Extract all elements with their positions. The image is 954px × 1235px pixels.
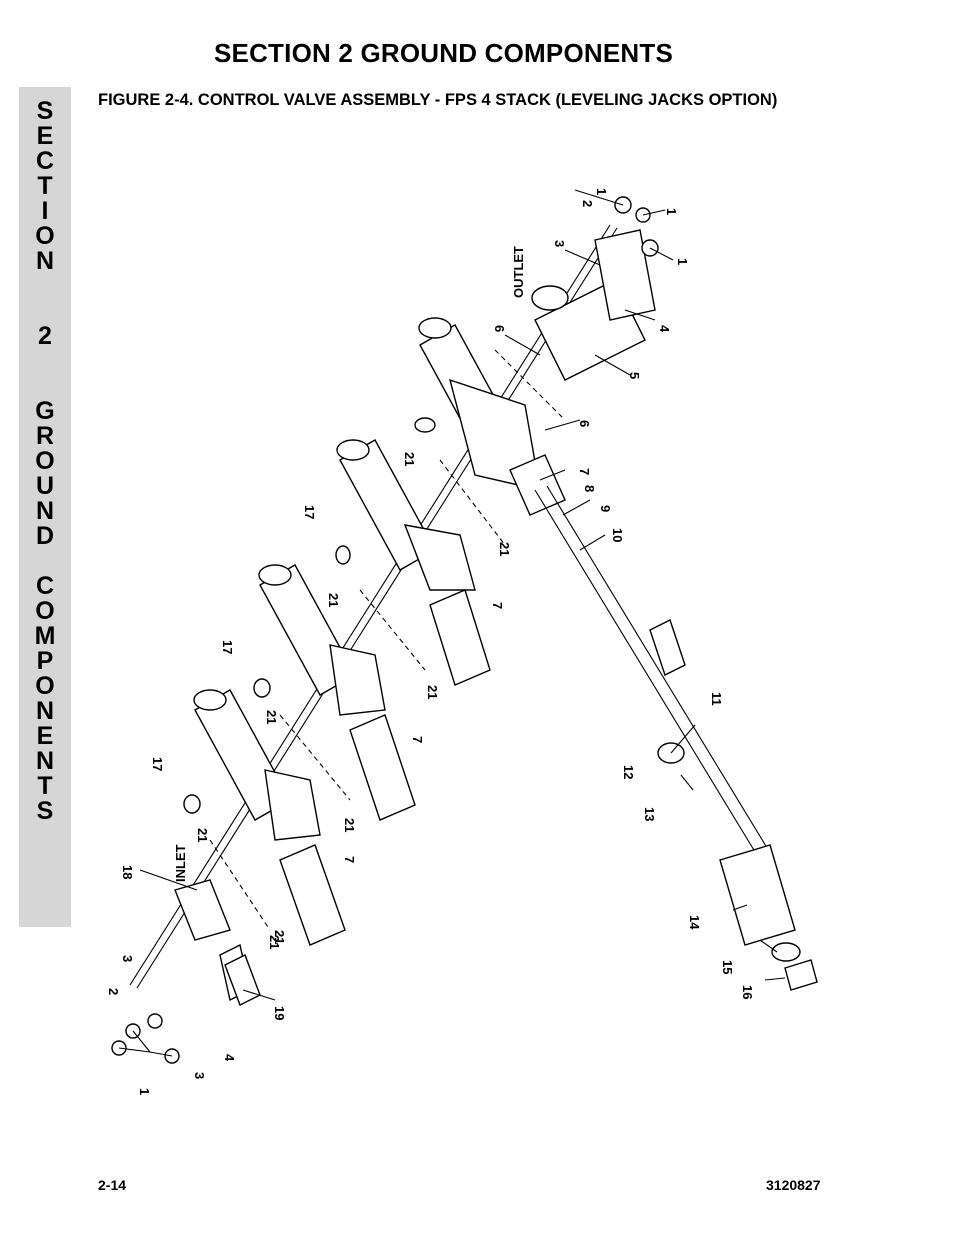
callout-label: 15 — [720, 960, 735, 974]
relief-valve-cartridge — [534, 485, 818, 991]
callout-label: 2 — [106, 988, 121, 995]
valve-section-4 — [193, 689, 346, 946]
side-tab-letter: R — [35, 422, 55, 450]
callout-label: 16 — [740, 985, 755, 999]
side-tab-letter: N — [35, 747, 55, 775]
side-tab-letter: O — [35, 222, 55, 250]
callout-label: 21 — [497, 542, 512, 556]
section-title: SECTION 2 GROUND COMPONENTS — [214, 38, 673, 68]
side-tab-letter: G — [35, 397, 55, 425]
callout-label: 21 — [402, 452, 417, 466]
callout-label: 1 — [137, 1088, 152, 1095]
side-tab-letter: N — [35, 247, 55, 275]
valve-section-1 — [418, 317, 566, 516]
side-tab-letter: S — [36, 97, 54, 125]
side-tab-letter: P — [36, 647, 54, 675]
callout-label: 21 — [272, 930, 287, 944]
callout-label: 4 — [222, 1054, 237, 1062]
control-valve-exploded-diagram: OUTLET INLET 1 2 1 3 1 4 5 6 6 7 8 9 10 … — [106, 188, 818, 1095]
port-labels: OUTLET INLET — [173, 246, 526, 882]
side-tab-letter: N — [35, 697, 55, 725]
side-tab-letter: 2 — [38, 322, 52, 350]
document-number: 3120827 — [766, 1177, 821, 1193]
callout-label: 8 — [582, 485, 597, 492]
side-tab-letter: C — [35, 147, 55, 175]
leader-lines — [118, 189, 786, 1057]
callout-label: 5 — [627, 372, 642, 379]
side-tab-letter: O — [35, 597, 55, 625]
callout-label: 18 — [120, 865, 135, 879]
callout-label: 7 — [577, 468, 592, 475]
callout-label: 21 — [264, 710, 279, 724]
side-tab-letter: E — [36, 122, 54, 150]
callout-label: 7 — [490, 602, 505, 609]
callout-label: 12 — [621, 765, 636, 779]
callout-label: 17 — [150, 757, 165, 771]
callout-label: 21 — [326, 593, 341, 607]
side-tab-letter: S — [36, 797, 54, 825]
callout-label: 21 — [195, 828, 210, 842]
callout-label: 4 — [657, 325, 672, 333]
side-tab-letter: U — [35, 472, 55, 500]
callout-label: 1 — [675, 258, 690, 265]
callout-label: 3 — [552, 240, 567, 247]
callout-label: 7 — [342, 856, 357, 863]
side-tab-letter: N — [35, 497, 55, 525]
side-tab-letter: O — [35, 447, 55, 475]
outlet-label: OUTLET — [511, 246, 526, 298]
o-rings — [183, 417, 436, 814]
valve-section-3 — [258, 564, 416, 821]
callout-label: 17 — [220, 640, 235, 654]
side-tab-letter: T — [37, 172, 53, 200]
valve-section-2 — [336, 439, 491, 686]
callout-label: 21 — [425, 685, 440, 699]
callout-label: 9 — [598, 505, 613, 512]
callout-label: 19 — [272, 1006, 287, 1020]
callout-label: 21 — [267, 935, 282, 949]
center-tie-rod — [129, 224, 618, 989]
callout-label: 1 — [594, 188, 609, 195]
callout-label: 6 — [577, 420, 592, 427]
section-side-tab: S E C T I O N 2 G R O U N D C O M P O N … — [19, 87, 71, 927]
callout-label: 2 — [580, 200, 595, 207]
side-tab-letter: E — [36, 722, 54, 750]
callout-label: 6 — [492, 325, 507, 332]
page-number: 2-14 — [98, 1177, 127, 1193]
callout-label: 7 — [410, 736, 425, 743]
callout-label: 3 — [192, 1072, 207, 1079]
callout-label: 17 — [302, 505, 317, 519]
side-tab-letter: M — [34, 622, 56, 650]
side-tab-letter: T — [37, 772, 53, 800]
callout-label: 10 — [610, 528, 625, 542]
side-tab-letter: O — [35, 672, 55, 700]
side-tab-letter: I — [41, 197, 49, 225]
outlet-end-section — [531, 229, 656, 381]
callout-numbers: 1 2 1 3 1 4 5 6 6 7 8 9 10 21 21 17 21 7… — [106, 188, 755, 1095]
callout-label: 3 — [120, 955, 135, 962]
dashed-flow-paths — [209, 349, 566, 931]
callout-label: 21 — [342, 818, 357, 832]
callout-label: 1 — [664, 208, 679, 215]
callout-label: 11 — [709, 692, 724, 706]
inlet-fittings — [111, 954, 261, 1064]
side-tab-letter: C — [35, 572, 55, 600]
inlet-label: INLET — [173, 844, 188, 882]
callout-label: 14 — [687, 915, 702, 930]
figure-title: FIGURE 2-4. CONTROL VALVE ASSEMBLY - FPS… — [98, 91, 778, 109]
side-tab-letter: D — [35, 522, 55, 550]
callout-label: 13 — [642, 807, 657, 821]
